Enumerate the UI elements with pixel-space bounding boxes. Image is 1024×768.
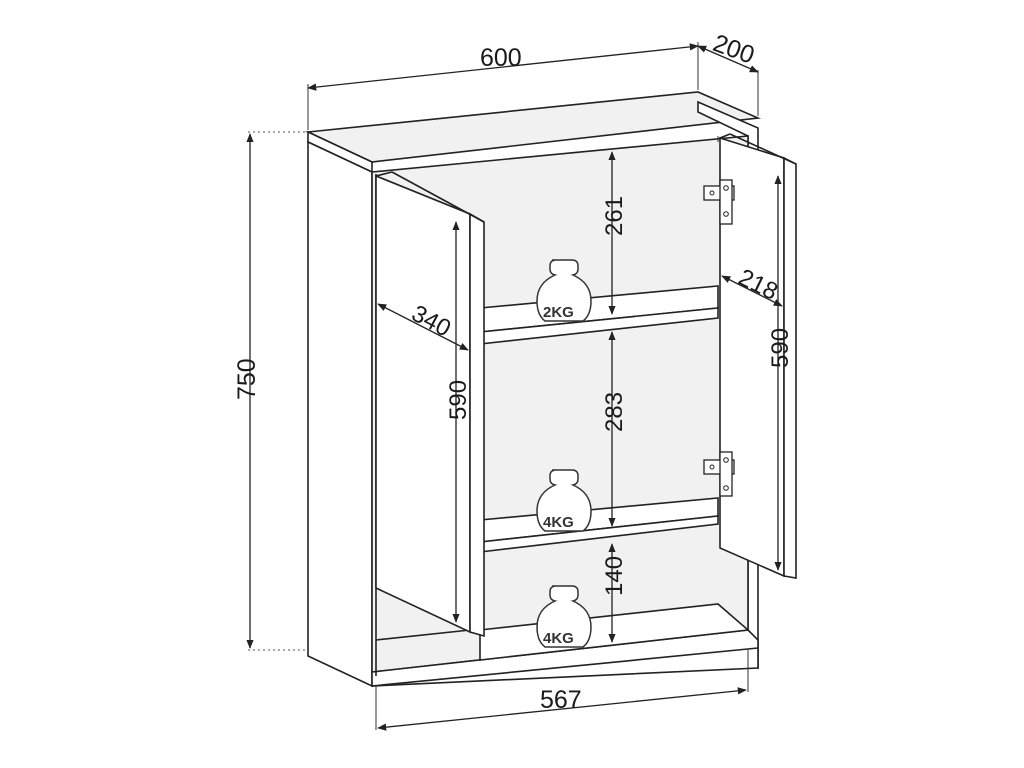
dim-label-200: 200 (709, 29, 758, 70)
weight-icon: 4KG (536, 469, 592, 532)
weight-label-top: 2KG (543, 304, 574, 321)
dim-label-590-right: 590 (767, 328, 794, 368)
dim-label-567: 567 (540, 686, 582, 714)
dim-label-590-left: 590 (445, 380, 472, 420)
dim-label-600: 600 (480, 44, 522, 72)
weight-label-bottom: 4KG (543, 630, 574, 647)
dim-label-261: 261 (601, 196, 628, 236)
dimension-door-height-right: 590 (767, 175, 794, 571)
weight-icon: 2KG (536, 259, 592, 322)
dimension-width-top: 600 (307, 42, 699, 130)
weight-label-middle: 4KG (543, 514, 574, 531)
dim-label-750: 750 (233, 358, 261, 400)
hinge-bottom-icon (703, 451, 735, 497)
left-door (375, 171, 485, 638)
dimension-width-bottom: 567 (375, 650, 749, 731)
cabinet-left-side (307, 140, 373, 688)
dimension-shelf-gap-top: 261 (601, 151, 628, 315)
hinge-top-icon (703, 179, 735, 225)
dim-label-140: 140 (601, 556, 628, 596)
weight-icon: 4KG (536, 585, 592, 648)
dim-label-283: 283 (601, 392, 628, 432)
dimension-shelf-gap-middle: 283 (601, 331, 628, 527)
dimension-shelf-gap-bottom: 140 (601, 543, 628, 643)
right-door (703, 133, 797, 579)
dimension-height: 750 (233, 131, 306, 651)
dimension-door-height-left: 590 (445, 221, 472, 623)
